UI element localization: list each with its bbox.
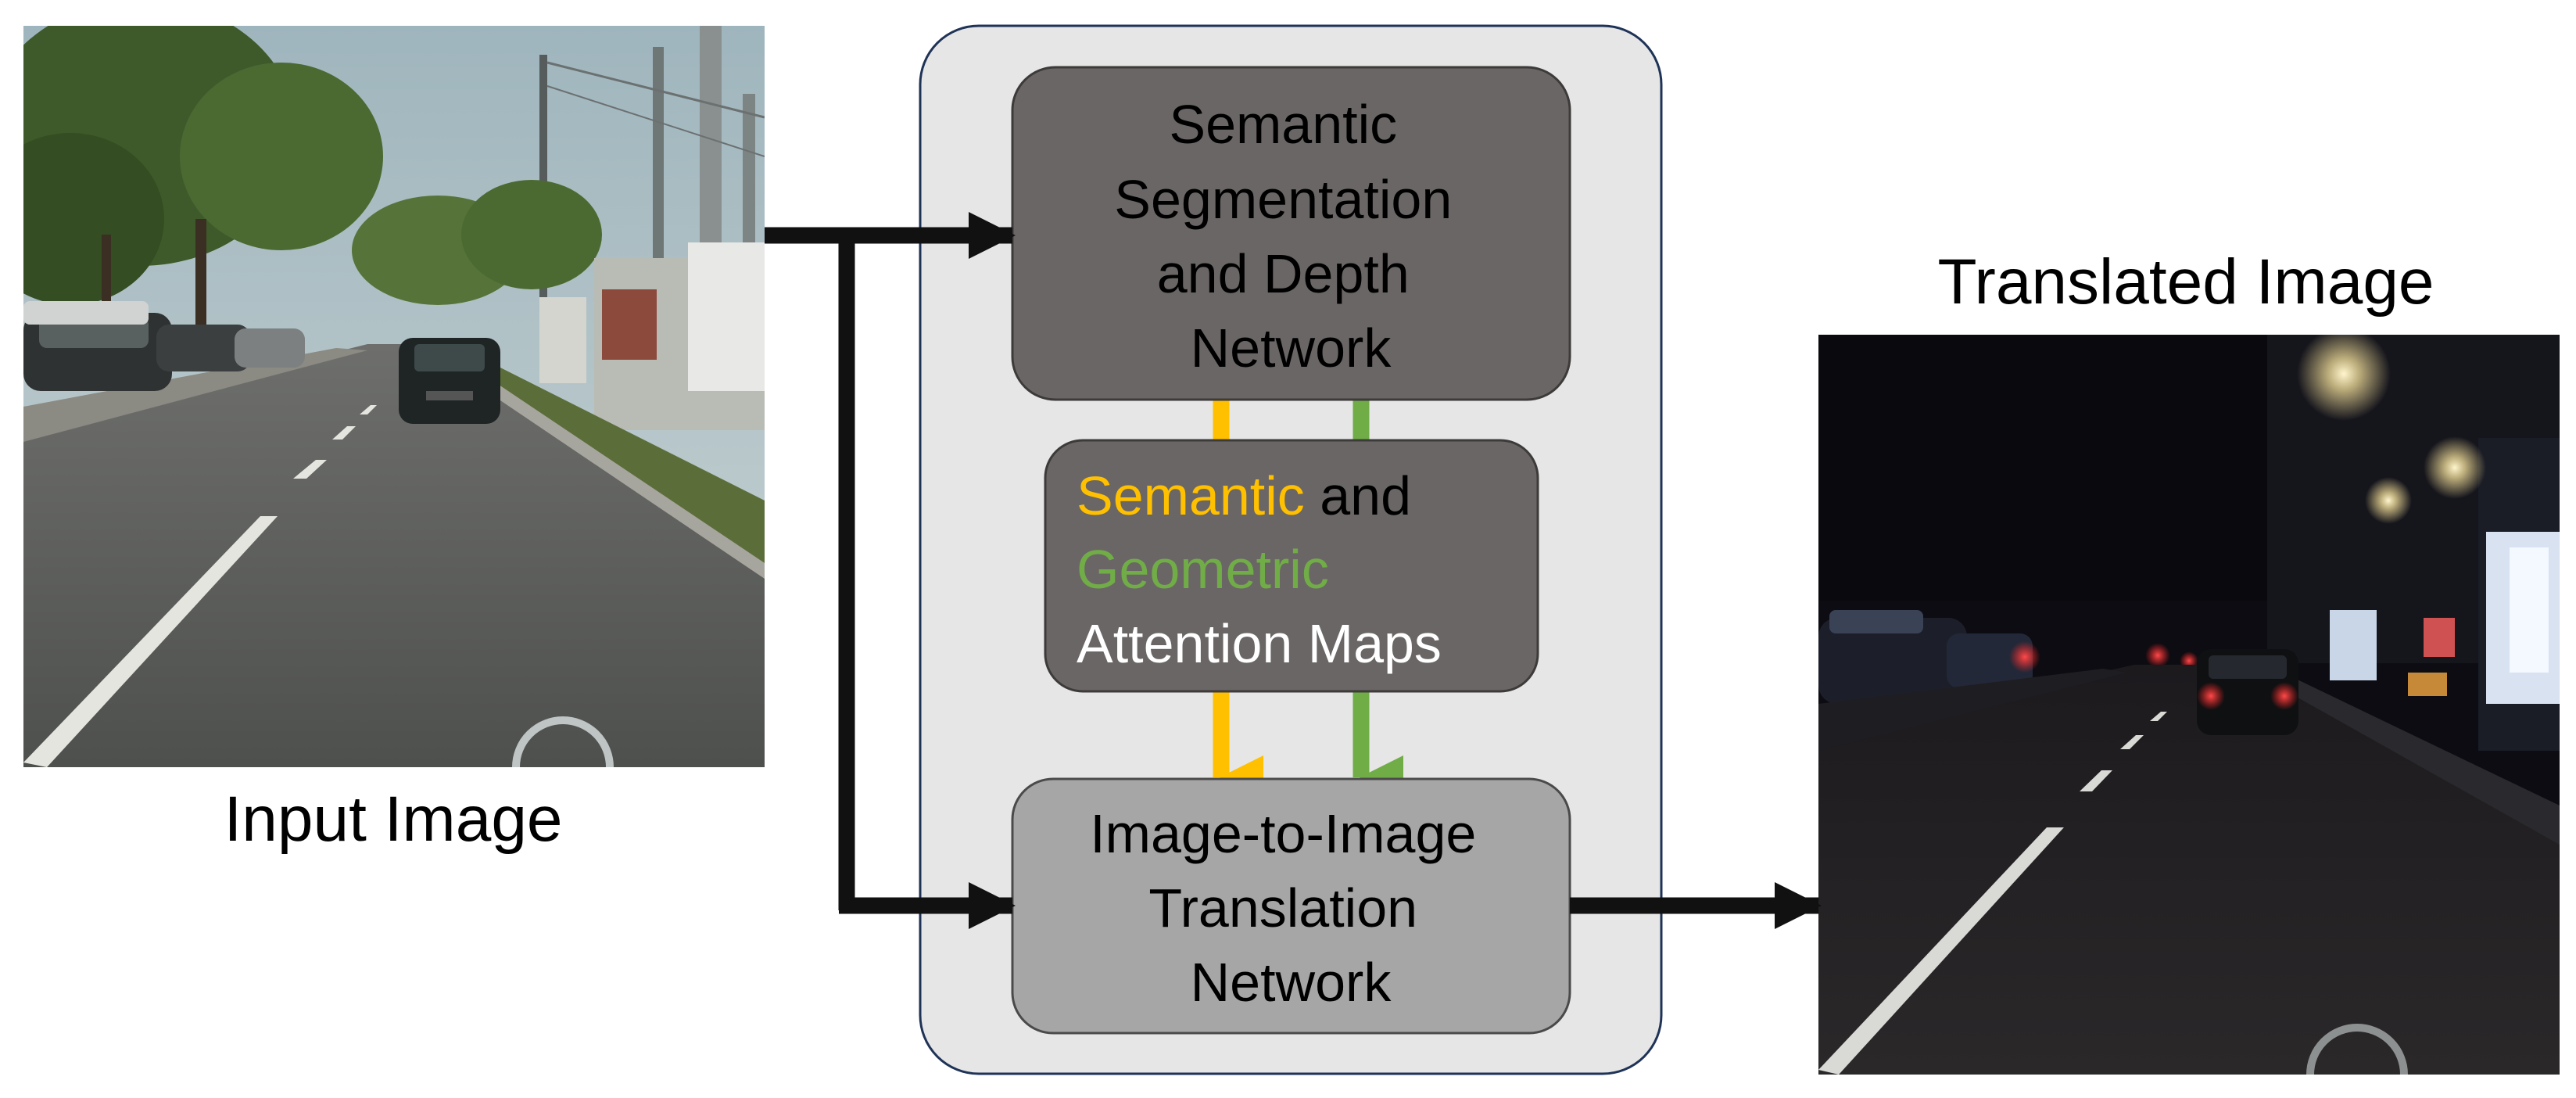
seg-depth-line-4: Network	[1191, 318, 1392, 379]
svg-text:Image-to-Image Translation: Image-to-Image Translation Network	[1090, 803, 1492, 1013]
and-label: and	[1305, 465, 1411, 526]
svg-text:Semantic Segmentation: Semantic Segmentation and Depth Network	[1114, 94, 1467, 379]
seg-depth-line-2: Segmentation	[1114, 169, 1452, 230]
attention-maps-label: Attention Maps	[1077, 613, 1442, 674]
seg-depth-line-3: and Depth	[1157, 243, 1410, 304]
semantic-label: Semantic	[1077, 465, 1305, 526]
svg-text:Semantic and: Semantic and	[1077, 465, 1411, 526]
translation-line-1: Image-to-Image	[1090, 803, 1476, 864]
attention-maps-box	[1044, 439, 1539, 693]
translation-line-3: Network	[1191, 952, 1392, 1013]
translated-image	[1818, 335, 2560, 1075]
translation-line-2: Translation	[1148, 877, 1417, 938]
translated-image-caption: Translated Image	[1937, 246, 2434, 318]
input-image-caption: Input Image	[224, 784, 562, 855]
geometric-label: Geometric	[1077, 539, 1329, 600]
input-image	[23, 26, 765, 767]
seg-depth-line-1: Semantic	[1169, 94, 1397, 155]
